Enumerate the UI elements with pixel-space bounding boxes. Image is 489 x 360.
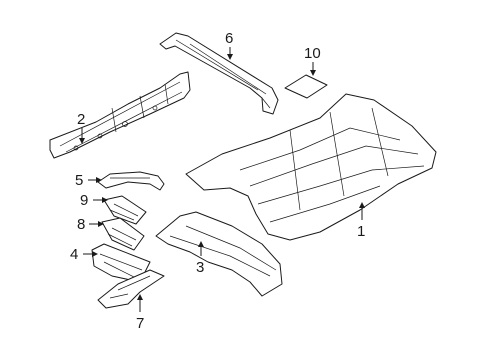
- callout-1: 1: [357, 223, 365, 240]
- part-6-rail: [159, 32, 279, 115]
- callout-3: 3: [196, 259, 204, 276]
- part-5-bracket: [97, 171, 165, 191]
- part-8-bracket: [101, 217, 145, 251]
- callout-4: 4: [70, 246, 78, 263]
- callout-7: 7: [136, 315, 144, 332]
- part-9-bracket: [103, 195, 147, 225]
- part-3-crossmember: [155, 211, 283, 297]
- callout-6: 6: [225, 30, 233, 47]
- callout-10: 10: [304, 45, 321, 62]
- part-2-side-rail: [49, 71, 191, 159]
- callout-9: 9: [80, 192, 88, 209]
- callout-5: 5: [75, 172, 83, 189]
- part-1-floor-pan: [185, 93, 437, 241]
- part-7-extension: [97, 269, 165, 309]
- callout-leaders: [79, 47, 365, 312]
- callout-8: 8: [77, 216, 85, 233]
- callout-2: 2: [77, 111, 85, 128]
- part-10-pad: [284, 74, 328, 99]
